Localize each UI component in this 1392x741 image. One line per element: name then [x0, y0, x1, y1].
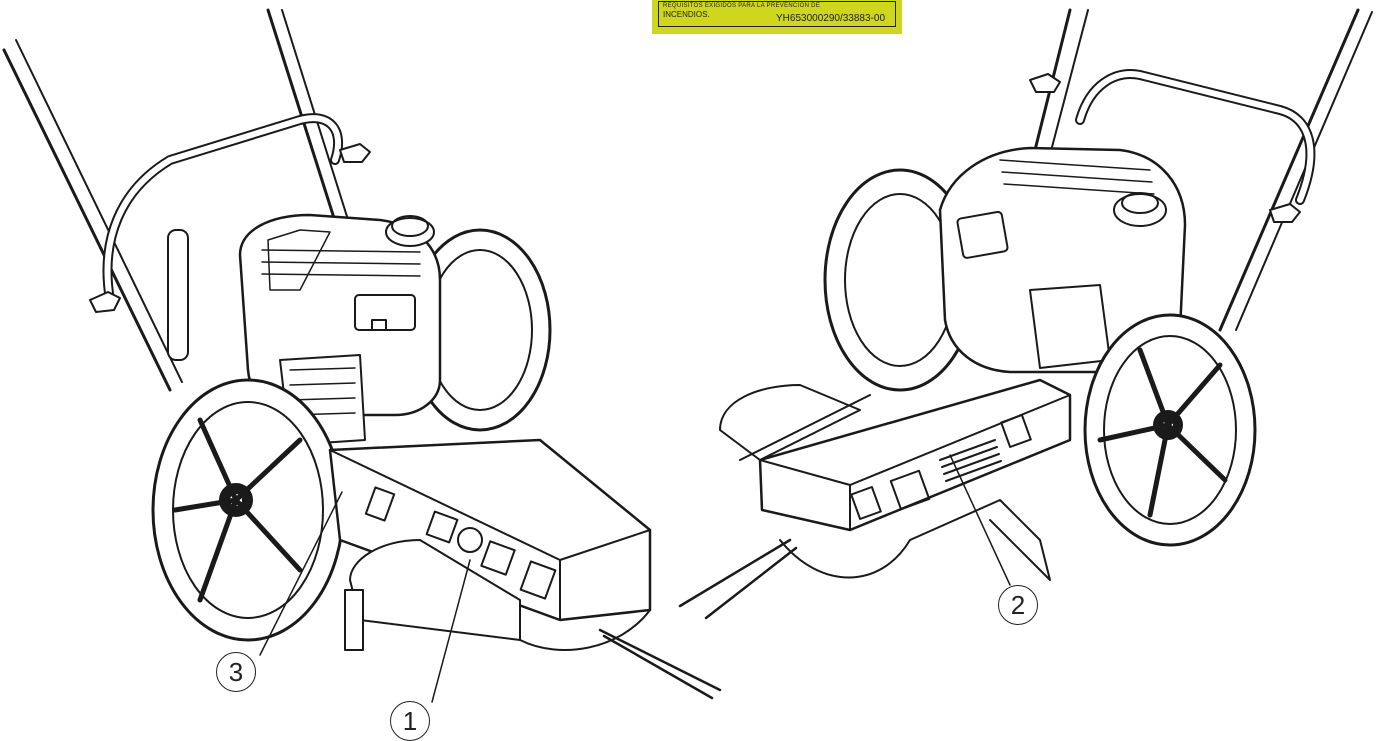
- warning-label-line2: INCENDIOS.: [663, 10, 710, 19]
- callout-2: 2: [998, 585, 1038, 625]
- leader-line-1: [431, 559, 471, 703]
- warning-label-line1: REQUISITOS EXIGIDOS PARA LA PREVENCION D…: [663, 3, 821, 9]
- leader-line-2: [949, 454, 1011, 586]
- left-trimmer: [2, 8, 722, 700]
- callout-3: 3: [216, 652, 256, 692]
- warning-label-border: REQUISITOS EXIGIDOS PARA LA PREVENCION D…: [658, 1, 896, 27]
- warning-label-code: YH653000290/33883-00: [776, 13, 885, 24]
- right-trimmer: [678, 8, 1373, 620]
- leader-line-3: [259, 491, 343, 656]
- warning-label: REQUISITOS EXIGIDOS PARA LA PREVENCION D…: [652, 0, 902, 34]
- callout-1: 1: [390, 701, 430, 741]
